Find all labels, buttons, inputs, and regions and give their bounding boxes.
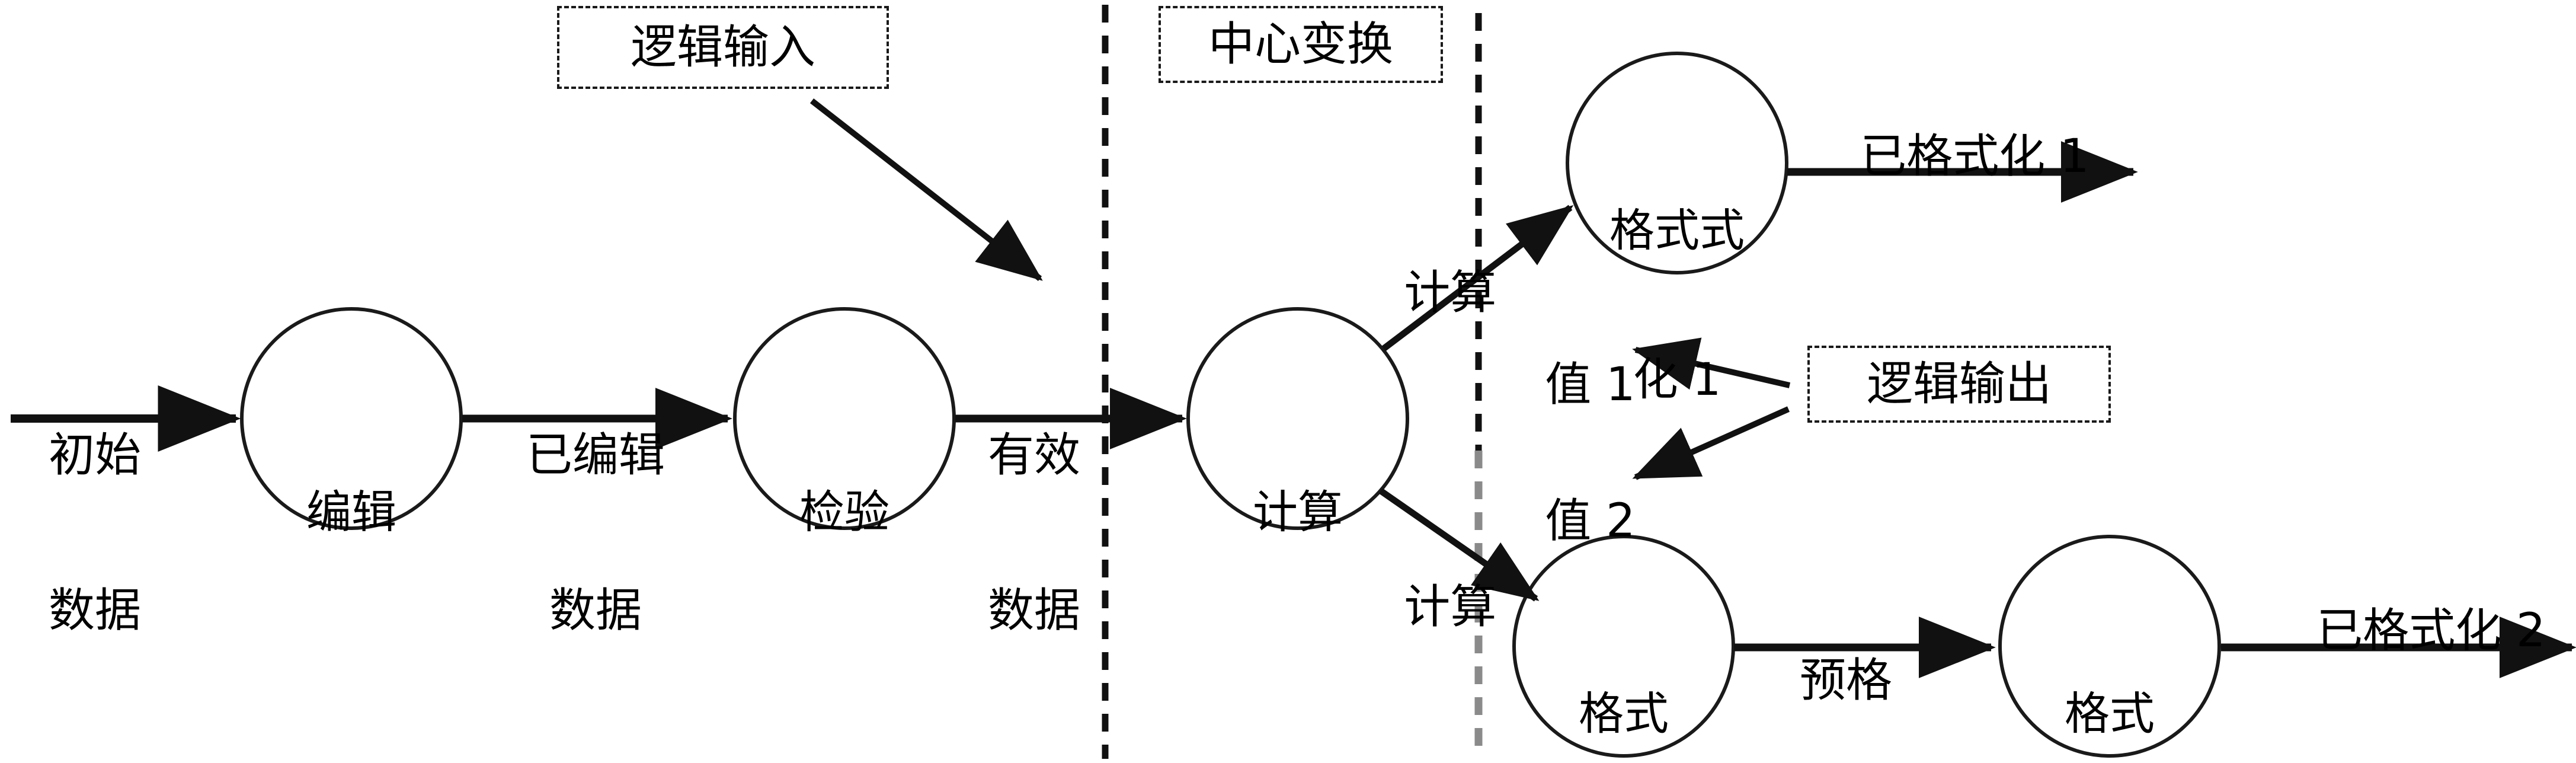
flow-label-edited-data-line-2: 数据: [549, 583, 642, 637]
node-format3-circle: [1998, 535, 2221, 758]
node-label-edit: 编辑: [263, 388, 440, 636]
node-label-format2: 格式 化 2: [1535, 590, 1713, 763]
annotation-logic-output: 逻辑输出: [1807, 346, 2111, 423]
flow-label-compute-top-text: 计算: [1404, 266, 1497, 320]
leader-logic-output-bottom: [1632, 406, 1790, 480]
flow-label-edited-data: 已编辑 数据: [483, 326, 708, 740]
node-label-format3-line-1: 格式: [2065, 687, 2155, 740]
leader-logic-output-top: [1632, 337, 1791, 390]
node-format2-circle: [1512, 535, 1735, 758]
node-format1-circle: [1566, 52, 1788, 274]
annotation-logic-output-label: 逻辑输出: [1866, 357, 2052, 411]
node-label-compute-line-1: 计算: [1253, 486, 1343, 539]
annotation-logic-input-label: 逻辑输入: [630, 21, 815, 74]
node-label-format1-line-1: 格式式: [1609, 204, 1745, 257]
node-label-compute: 计算: [1209, 388, 1387, 636]
node-label-check: 检验: [756, 388, 933, 636]
flow-label-valid-data-line-2: 数据: [987, 583, 1080, 637]
flow-label-preformat-line-1: 预格: [1799, 653, 1892, 707]
node-label-format1-line-2: 化 1: [1633, 352, 1721, 406]
flow-label-value-2: 值 2: [1486, 448, 1636, 595]
node-label-format1: 格式式 化 1: [1588, 107, 1766, 503]
flow-label-formatted-1: 已格式化 1: [1801, 83, 2089, 230]
flow-label-initial-data-line-1: 初始: [48, 428, 141, 482]
node-compute-circle: [1186, 307, 1409, 530]
node-check-circle: [733, 307, 956, 530]
flow-label-initial-data: 初始 数据: [6, 326, 184, 740]
flow-compute-to-format2: [1378, 488, 1540, 602]
node-label-format3: 格式 化 3: [2021, 590, 2199, 763]
flow-label-value-2-text: 值 2: [1545, 494, 1636, 548]
flow-compute-to-format1: [1381, 205, 1574, 352]
flow-label-initial-data-line-2: 数据: [48, 583, 141, 637]
annotation-logic-input: 逻辑输入: [557, 6, 889, 89]
flow-label-compute-top: 计算: [1345, 219, 1496, 366]
flow-label-compute-bottom: 计算: [1345, 534, 1496, 681]
flow-label-formatted-2-text: 已格式化 2: [2316, 604, 2546, 657]
flow-label-compute-bottom-text: 计算: [1404, 580, 1497, 634]
flow-label-formatted-1-text: 已格式化 1: [1860, 129, 2089, 183]
node-label-format2-line-1: 格式: [1579, 687, 1669, 740]
flow-label-valid-data: 有效 数据: [960, 326, 1108, 740]
flow-label-preformat: 预格 式化: [1757, 551, 1935, 763]
flow-label-formatted-2: 已格式化 2: [2258, 557, 2546, 704]
annotation-center-transform-label: 中心变换: [1208, 18, 1393, 71]
node-edit-circle: [240, 307, 463, 530]
flow-label-value-1-text: 值 1: [1545, 357, 1636, 411]
annotation-center-transform: 中心变换: [1159, 6, 1443, 83]
node-label-edit-line-1: 编辑: [306, 486, 396, 539]
flow-label-value-1: 值 1: [1486, 311, 1636, 458]
leader-logic-input: [809, 98, 1043, 281]
flow-label-edited-data-line-1: 已编辑: [526, 428, 665, 482]
flow-label-valid-data-line-1: 有效: [987, 428, 1080, 482]
node-label-check-line-1: 检验: [799, 486, 889, 539]
